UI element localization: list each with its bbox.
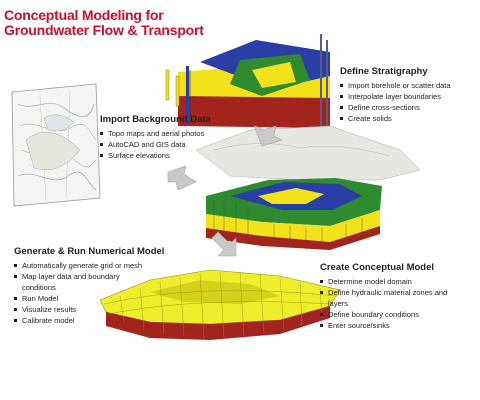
list-item: Topo maps and aerial photos	[100, 128, 220, 139]
generate-numerical-section: Generate & Run Numerical Model Automatic…	[14, 246, 184, 326]
numerical-model-mesh-image	[99, 269, 341, 340]
arrow-icon	[253, 125, 283, 147]
create-conceptual-section: Create Conceptual Model Determine model …	[320, 262, 470, 331]
list-item: Run Model	[14, 293, 184, 304]
list-item: Automatically generate grid or mesh	[14, 260, 184, 271]
list-item: Surface elevations	[100, 150, 220, 161]
list-item: Define cross-sections	[340, 102, 476, 113]
list-item: Map layer data and boundary conditions	[14, 271, 142, 293]
list-item: Visualize results	[14, 304, 184, 315]
list-item: Determine model domain	[320, 276, 470, 287]
define-stratigraphy-section: Define Stratigraphy Import borehole or s…	[340, 66, 476, 124]
section-heading: Generate & Run Numerical Model	[14, 246, 165, 257]
page-title-line1: Conceptual Modeling for	[4, 7, 164, 23]
list-item: Calibrate model	[14, 315, 184, 326]
arrow-icon	[167, 165, 197, 191]
page-title-line2: Groundwater Flow & Transport	[4, 22, 204, 38]
list-item: Define boundary conditions	[320, 309, 470, 320]
page-title: Conceptual Modeling for Groundwater Flow…	[4, 8, 244, 38]
list-item: Import borehole or scatter data	[340, 80, 476, 91]
stratigraphy-cross-sections-image	[165, 34, 330, 128]
topo-map-image	[11, 83, 101, 207]
arrow-icon	[211, 231, 237, 257]
section-heading: Import Background Data	[100, 114, 211, 125]
import-background-section: Import Background Data Topo maps and aer…	[100, 114, 220, 161]
conceptual-model-image	[195, 125, 421, 250]
list-item: Create solids	[340, 113, 476, 124]
list-item: Interpolate layer boundaries	[340, 91, 476, 102]
section-heading: Define Stratigraphy	[340, 66, 428, 77]
section-heading: Create Conceptual Model	[320, 262, 435, 273]
list-item: Define hydraulic material zones and laye…	[320, 287, 458, 309]
list-item: Enter source/sinks	[320, 320, 470, 331]
list-item: AutoCAD and GIS data	[100, 139, 220, 150]
